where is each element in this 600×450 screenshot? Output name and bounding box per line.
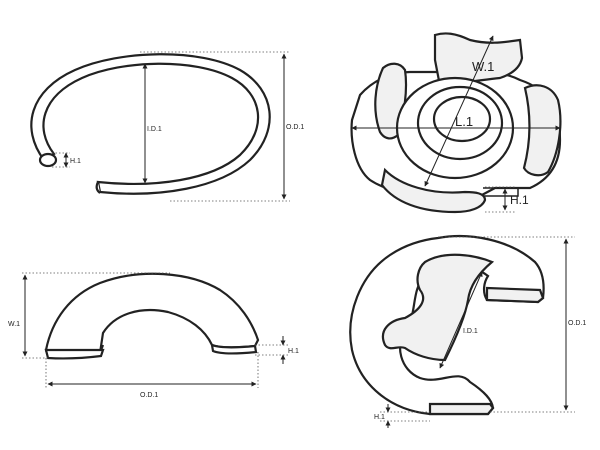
split-ring-view: I.D.1 O.D.1 H.1 — [30, 51, 304, 202]
split-ring-tail — [95, 181, 101, 194]
arch-od-label: O.D.1 — [140, 392, 158, 399]
star-base-step — [483, 187, 519, 197]
ring-id-label: I.D.1 — [147, 126, 162, 133]
arch-left-foot — [44, 348, 105, 360]
star-l-label: L.1 — [455, 114, 473, 129]
clip-right-tab-face — [485, 286, 545, 304]
split-ring-end-cap — [38, 152, 58, 168]
clip-id-label: I.D.1 — [463, 328, 478, 335]
clip-h-label: H.1 — [374, 414, 385, 421]
ring-h-label: H.1 — [70, 158, 81, 165]
clip-id-dimension-line — [439, 271, 483, 369]
arch-w-label: W.1 — [8, 321, 20, 328]
c-clip-view: I.D.1 O.D.1 H.1 — [349, 235, 586, 428]
arch-segment-view: W.1 H.1 O.D.1 — [8, 272, 299, 399]
clip-bottom-tab-face — [428, 402, 495, 416]
arch-h-label: H.1 — [288, 348, 299, 355]
star-h-label: H.1 — [510, 193, 529, 207]
clip-od-label: O.D.1 — [568, 320, 586, 327]
star-coupling-view: W.1 L.1 H.1 — [350, 32, 562, 214]
clip-body — [349, 235, 545, 416]
ring-od-label: O.D.1 — [286, 124, 304, 131]
arch-right-foot — [210, 343, 258, 355]
star-w-label: W.1 — [472, 59, 494, 74]
star-bottom-lug — [380, 167, 487, 214]
star-w-dimension-line — [424, 35, 494, 187]
arch-body — [44, 272, 260, 358]
split-ring-body — [30, 53, 271, 195]
